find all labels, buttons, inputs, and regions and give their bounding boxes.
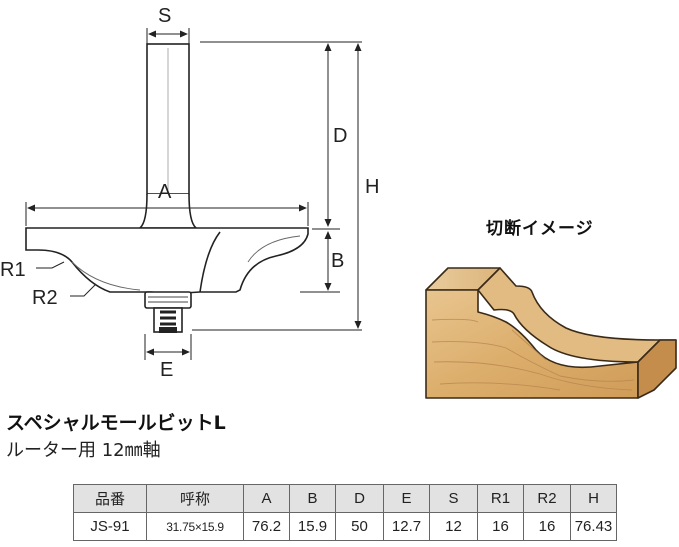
dimension-lines xyxy=(25,28,362,360)
cell-designation: 31.75×15.9 xyxy=(146,512,244,541)
header-part-number: 品番 xyxy=(73,484,147,513)
label-h: H xyxy=(365,176,379,198)
header-designation: 呼称 xyxy=(146,484,244,513)
product-subtitle: ルーター用 12㎜軸 xyxy=(6,440,161,461)
label-b: B xyxy=(331,250,344,272)
header-s: S xyxy=(429,484,478,513)
header-a: A xyxy=(243,484,290,513)
header-b: B xyxy=(289,484,336,513)
bit-bearing xyxy=(144,291,192,333)
router-bit xyxy=(25,43,309,333)
header-h: H xyxy=(570,484,617,513)
label-e: E xyxy=(160,359,173,381)
bit-cutter-body xyxy=(25,227,309,294)
wood-front-face xyxy=(425,289,639,399)
label-d: D xyxy=(333,125,347,147)
header-r2: R2 xyxy=(523,484,571,513)
header-e: E xyxy=(383,484,430,513)
header-d: D xyxy=(335,484,384,513)
cell-r2: 16 xyxy=(523,512,571,541)
cell-d: 50 xyxy=(335,512,384,541)
wood-end-face xyxy=(637,339,677,399)
cell-part-number: JS-91 xyxy=(73,512,147,541)
table-row: JS-91 31.75×15.9 76.2 15.9 50 12.7 12 16… xyxy=(73,512,617,541)
cell-a: 76.2 xyxy=(243,512,290,541)
label-a: A xyxy=(158,181,172,203)
wood-cross-section xyxy=(425,267,677,399)
cross-section-title: 切断イメージ xyxy=(486,219,594,239)
product-name: スペシャルモールビットL xyxy=(6,412,226,434)
dimension-labels: S D H A B E R1 R2 xyxy=(0,5,379,381)
label-r1: R1 xyxy=(0,259,26,281)
cell-r1: 16 xyxy=(477,512,524,541)
label-s: S xyxy=(158,5,171,27)
cell-b: 15.9 xyxy=(289,512,336,541)
cell-s: 12 xyxy=(429,512,478,541)
spec-table-header-row: 品番 呼称 A B D E S R1 R2 H xyxy=(73,484,617,513)
label-r2: R2 xyxy=(32,287,58,309)
cell-h: 76.43 xyxy=(570,512,617,541)
header-r1: R1 xyxy=(477,484,524,513)
spec-table: 品番 呼称 A B D E S R1 R2 H JS-91 31.75×15.9… xyxy=(73,484,617,541)
cell-e: 12.7 xyxy=(383,512,430,541)
